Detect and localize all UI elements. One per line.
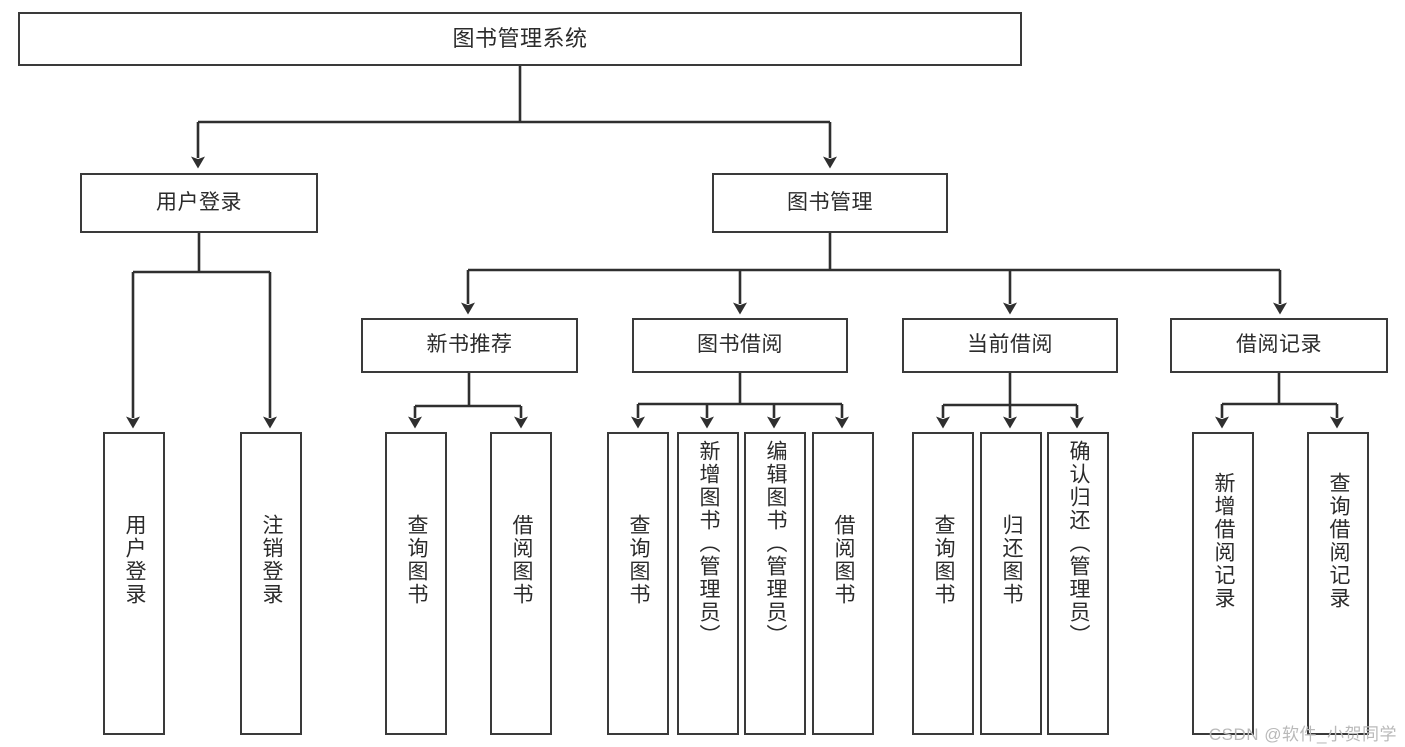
leaf-node-query-books-current[interactable]: 查询图书 (912, 432, 974, 735)
leaf-node-query-borrow-record[interactable]: 查询借阅记录 (1307, 432, 1369, 735)
watermark-text: CSDN @软件_小贺同学 (1208, 725, 1397, 744)
leaf-node-borrow-books-recommend[interactable]: 借阅图书 (490, 432, 552, 735)
leaf-node-logout[interactable]: 注销登录 (240, 432, 302, 735)
node-book-borrowing[interactable]: 图书借阅 (632, 318, 848, 373)
node-label: 图书管理系统 (452, 26, 588, 52)
leaf-node-add-borrow-record[interactable]: 新增借阅记录 (1192, 432, 1254, 735)
node-book-management[interactable]: 图书管理 (712, 173, 948, 233)
leaf-node-query-books-borrow[interactable]: 查询图书 (607, 432, 669, 735)
leaf-node-edit-book-admin[interactable]: 编辑图书（管理员） (744, 432, 806, 735)
leaf-node-confirm-return-admin[interactable]: 确认归还（管理员） (1047, 432, 1109, 735)
node-label: 借阅图书 (832, 514, 856, 606)
node-label: 借阅记录 (1236, 333, 1322, 357)
node-label: 用户登录 (123, 514, 147, 606)
node-current-borrowing[interactable]: 当前借阅 (902, 318, 1118, 373)
leaf-node-user-login[interactable]: 用户登录 (103, 432, 165, 735)
node-label: 当前借阅 (967, 333, 1053, 357)
node-user-login[interactable]: 用户登录 (80, 173, 318, 233)
node-label: 用户登录 (156, 190, 242, 214)
node-label: 借阅图书 (510, 514, 534, 606)
node-label: 图书借阅 (697, 333, 783, 357)
node-label: 归还图书 (1000, 514, 1024, 606)
node-label: 查询图书 (932, 514, 956, 606)
leaf-node-query-books-recommend[interactable]: 查询图书 (385, 432, 447, 735)
node-label: 新书推荐 (426, 333, 513, 357)
node-label: 确认归还（管理员） (1067, 440, 1091, 647)
node-label: 查询图书 (627, 514, 651, 606)
leaf-node-borrow-books[interactable]: 借阅图书 (812, 432, 874, 735)
node-label: 图书管理 (787, 190, 873, 214)
leaf-node-add-book-admin[interactable]: 新增图书（管理员） (677, 432, 739, 735)
node-new-book-recommendation[interactable]: 新书推荐 (361, 318, 578, 373)
node-label: 新增借阅记录 (1212, 472, 1236, 610)
node-label: 查询借阅记录 (1327, 472, 1351, 610)
node-borrowing-records[interactable]: 借阅记录 (1170, 318, 1388, 373)
node-label: 注销登录 (260, 514, 284, 606)
node-label: 新增图书（管理员） (697, 440, 721, 647)
node-label: 编辑图书（管理员） (764, 440, 788, 647)
node-label: 查询图书 (405, 514, 429, 606)
node-root-book-management-system[interactable]: 图书管理系统 (18, 12, 1022, 66)
leaf-node-return-books[interactable]: 归还图书 (980, 432, 1042, 735)
